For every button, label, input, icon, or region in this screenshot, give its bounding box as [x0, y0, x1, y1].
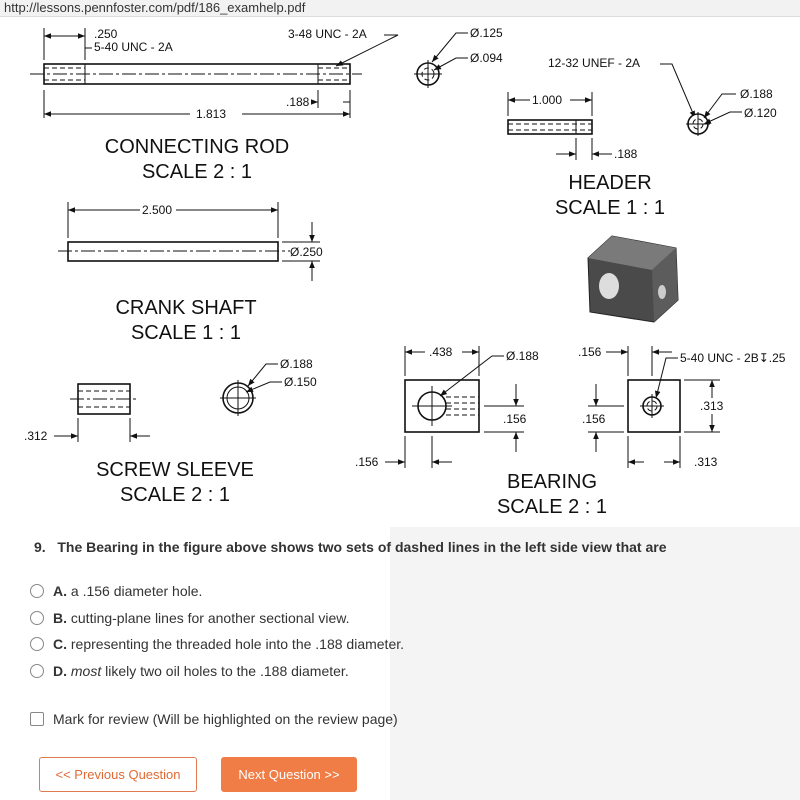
technical-drawing: .250 5-40 UNC - 2A 3-48 UNC - 2A 1.813 .… — [24, 26, 786, 518]
mark-review-label: Mark for review (Will be highlighted on … — [53, 711, 398, 727]
header-title: HEADER — [568, 172, 651, 194]
option-d-text: likely two oil holes to the .188 diamete… — [101, 663, 349, 679]
mark-review-checkbox[interactable] — [30, 712, 44, 726]
question-text: 9. The Bearing in the figure above shows… — [34, 539, 667, 555]
rod-dim-250: .250 — [94, 27, 118, 41]
option-a-radio[interactable] — [30, 584, 44, 598]
bearing-dim-313-b: .313 — [694, 455, 718, 469]
option-c-letter: C. — [53, 636, 67, 652]
sleeve-dia-150: Ø.150 — [284, 375, 317, 389]
rod-dia-125: Ø.125 — [470, 26, 503, 40]
rod-thread-right: 3-48 UNC - 2A — [288, 27, 367, 41]
option-d-radio[interactable] — [30, 664, 44, 678]
header-thread: 12-32 UNEF - 2A — [548, 56, 640, 70]
bearing-dim-438: .438 — [429, 345, 453, 359]
rod-dim-1813: 1.813 — [196, 107, 226, 121]
bearing-dim-156-b: .156 — [355, 455, 379, 469]
url-bar: http://lessons.pennfoster.com/pdf/186_ex… — [0, 0, 800, 17]
url-text: http://lessons.pennfoster.com/pdf/186_ex… — [4, 0, 306, 15]
bearing-dim-156-d: .156 — [582, 412, 606, 426]
option-d-emphasis: most — [70, 663, 102, 679]
question-number: 9. — [34, 539, 46, 555]
option-c-radio[interactable] — [30, 637, 44, 651]
bearing-dim-156-c: .156 — [578, 345, 602, 359]
question-body: The Bearing in the figure above shows tw… — [57, 539, 667, 555]
option-c[interactable]: C. representing the threaded hole into t… — [30, 634, 404, 654]
option-a[interactable]: A. a .156 diameter hole. — [30, 581, 202, 601]
next-question-button[interactable]: Next Question >> — [221, 757, 357, 792]
option-b-radio[interactable] — [30, 611, 44, 625]
mark-review[interactable]: Mark for review (Will be highlighted on … — [30, 709, 398, 729]
option-c-text: representing the threaded hole into the … — [67, 636, 405, 652]
header-dia-120: Ø.120 — [744, 106, 777, 120]
option-b-text: cutting-plane lines for another sectiona… — [67, 610, 350, 626]
screw-sleeve-drawing: .312 Ø.188 Ø.150 SCREW SLEEVE SCALE 2 : … — [24, 357, 317, 506]
header-scale: SCALE 1 : 1 — [555, 197, 665, 219]
header-dia-188: Ø.188 — [740, 87, 773, 101]
connecting-rod-drawing: .250 5-40 UNC - 2A 3-48 UNC - 2A 1.813 .… — [30, 26, 503, 183]
crank-dia-250: Ø.250 — [290, 245, 323, 259]
sleeve-dia-188: Ø.188 — [280, 357, 313, 371]
bearing-drawing: .438 Ø.188 .156 .156 .156 5-40 UNC - 2B↧… — [355, 345, 786, 518]
header-dim-188: .188 — [614, 147, 638, 161]
bearing-dim-156-a: .156 — [503, 412, 527, 426]
bearing-title: BEARING — [507, 471, 597, 493]
rod-title: CONNECTING ROD — [105, 136, 289, 158]
right-shade-panel — [390, 527, 800, 800]
option-b-letter: B. — [53, 610, 67, 626]
sleeve-scale: SCALE 2 : 1 — [120, 484, 230, 506]
option-b[interactable]: B. cutting-plane lines for another secti… — [30, 608, 350, 628]
rod-thread-left: 5-40 UNC - 2A — [94, 40, 173, 54]
sleeve-title: SCREW SLEEVE — [96, 459, 254, 481]
bearing-scale: SCALE 2 : 1 — [497, 496, 607, 518]
crank-scale: SCALE 1 : 1 — [131, 322, 241, 344]
rod-dim-188: .188 — [286, 95, 310, 109]
rod-scale: SCALE 2 : 1 — [142, 161, 252, 183]
rod-dia-094: Ø.094 — [470, 51, 503, 65]
bearing-thread: 5-40 UNC - 2B↧.25 — [680, 351, 786, 365]
sleeve-dim-312: .312 — [24, 429, 48, 443]
option-a-letter: A. — [53, 583, 67, 599]
crank-shaft-drawing: 2.500 Ø.250 CRANK SHAFT SCALE 1 : 1 — [58, 202, 323, 344]
crank-title: CRANK SHAFT — [115, 297, 256, 319]
option-d-letter: D. — [53, 663, 67, 679]
previous-question-button[interactable]: << Previous Question — [39, 757, 197, 792]
bearing-dia-188: Ø.188 — [506, 349, 539, 363]
option-a-text: a .156 diameter hole. — [67, 583, 203, 599]
header-dim-1000: 1.000 — [532, 93, 562, 107]
option-d[interactable]: D. most likely two oil holes to the .188… — [30, 661, 349, 681]
bearing-dim-313-a: .313 — [700, 399, 724, 413]
header-drawing: 12-32 UNEF - 2A Ø.188 Ø.120 1.000 .188 H… — [507, 56, 777, 323]
crank-dim-2500: 2.500 — [142, 203, 172, 217]
